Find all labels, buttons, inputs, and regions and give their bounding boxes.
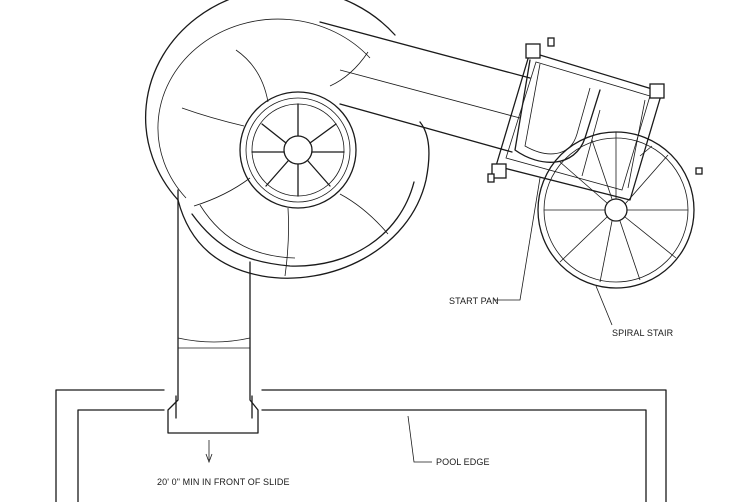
clearance-label: 20' 0" MIN IN FRONT OF SLIDE <box>157 477 290 487</box>
leader-lines <box>205 177 613 464</box>
segment-joints <box>181 49 389 277</box>
platform <box>495 51 663 201</box>
platform-posts <box>487 37 703 183</box>
helix-slide <box>144 0 430 279</box>
pool-edge-label: POOL EDGE <box>436 457 490 467</box>
start-pan-label: START PAN <box>449 296 499 306</box>
pool-outline <box>55 389 667 502</box>
entry-chute <box>319 21 531 153</box>
spiral-stair-label: SPIRAL STAIR <box>612 328 674 338</box>
exit-flume <box>167 189 259 434</box>
center-tower <box>239 91 357 209</box>
start-pan <box>514 59 601 163</box>
spiral-stair <box>537 131 695 289</box>
